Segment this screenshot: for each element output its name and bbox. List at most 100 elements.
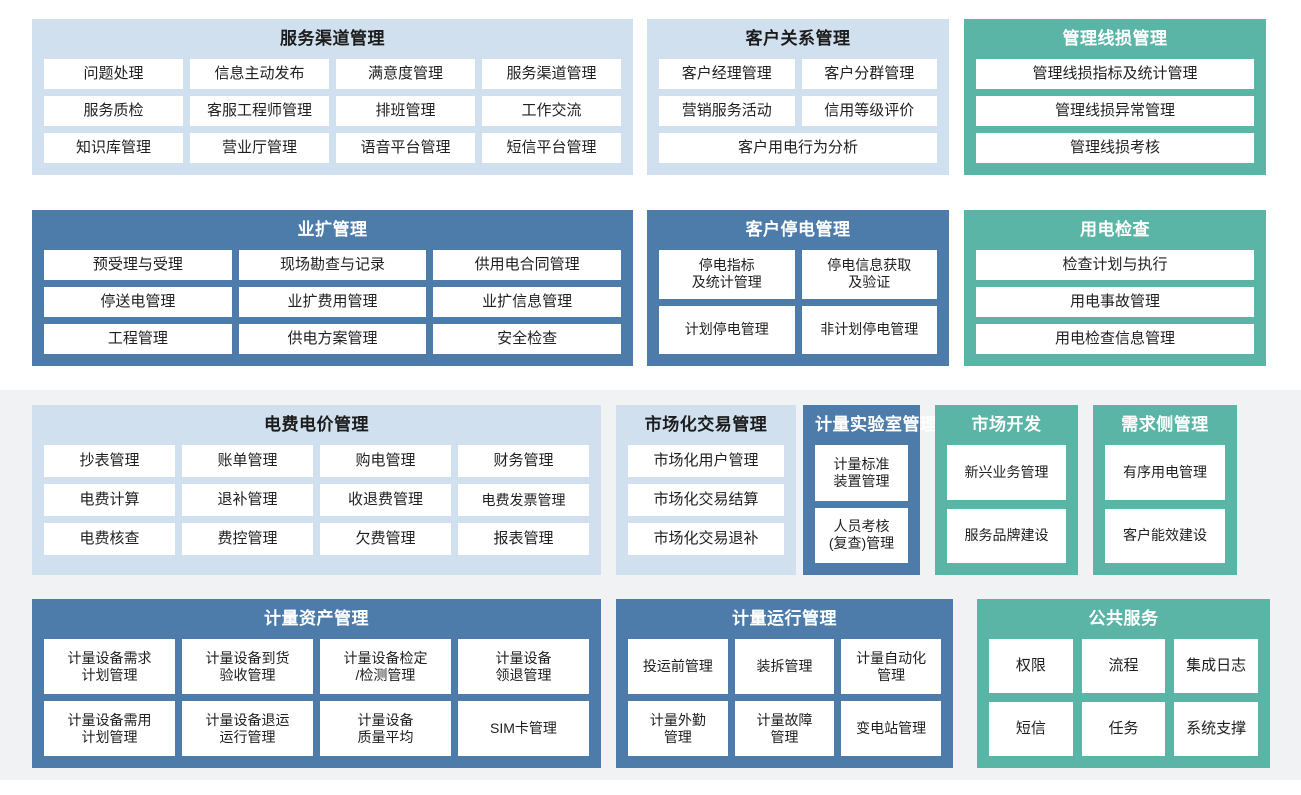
module-tile[interactable]: 服务质检: [44, 96, 183, 126]
module-tile[interactable]: 系统支撑: [1174, 702, 1258, 756]
module-tile[interactable]: 集成日志: [1174, 639, 1258, 693]
module-tile[interactable]: 电费计算: [44, 484, 175, 516]
module-tile[interactable]: 短信平台管理: [482, 133, 621, 163]
panel-tariff-and-price-management[interactable]: 电费电价管理 抄表管理 账单管理 购电管理 财务管理 电费计算 退补管理 收退费…: [32, 405, 601, 575]
module-tile[interactable]: SIM卡管理: [458, 701, 589, 756]
panel-metering-asset-management[interactable]: 计量资产管理 计量设备需求 计划管理 计量设备到货 验收管理 计量设备检定 /检…: [32, 599, 601, 768]
module-tile[interactable]: 非计划停电管理: [801, 305, 937, 354]
module-tile[interactable]: 抄表管理: [44, 445, 175, 477]
module-tile[interactable]: 服务品牌建设: [947, 508, 1066, 563]
module-tile[interactable]: 计量设备 质量平均: [320, 701, 451, 756]
module-tile[interactable]: 计量设备 领退管理: [458, 639, 589, 694]
module-tile[interactable]: 管理线损指标及统计管理: [976, 59, 1254, 89]
module-tile[interactable]: 市场化用户管理: [628, 445, 784, 477]
module-tile[interactable]: 权限: [989, 639, 1073, 693]
module-tile[interactable]: 计量设备到货 验收管理: [182, 639, 313, 694]
module-tile[interactable]: 流程: [1081, 639, 1166, 693]
module-tile[interactable]: 任务: [1081, 702, 1166, 756]
module-tile[interactable]: 费控管理: [182, 523, 313, 555]
module-tile[interactable]: 营业厅管理: [190, 133, 329, 163]
module-row-3: 电费电价管理 抄表管理 账单管理 购电管理 财务管理 电费计算 退补管理 收退费…: [32, 405, 1237, 575]
panel-tile-grid: 投运前管理 装拆管理 计量自动化 管理 计量外勤 管理 计量故障 管理 变电站管…: [628, 639, 941, 756]
module-tile[interactable]: 新兴业务管理: [947, 445, 1066, 500]
module-tile[interactable]: 财务管理: [458, 445, 589, 477]
panel-business-expansion-management[interactable]: 业扩管理 预受理与受理 现场勘查与记录 供用电合同管理 停送电管理 业扩费用管理…: [32, 210, 633, 366]
module-tile[interactable]: 变电站管理: [841, 701, 941, 756]
panel-title: 需求侧管理: [1121, 415, 1209, 434]
module-tile[interactable]: 业扩信息管理: [433, 287, 621, 317]
module-tile[interactable]: 计量设备退运 运行管理: [182, 701, 313, 756]
module-tile[interactable]: 现场勘查与记录: [238, 250, 427, 280]
module-tile[interactable]: 短信: [989, 702, 1073, 756]
module-tile[interactable]: 电费核查: [44, 523, 175, 555]
module-tile[interactable]: 满意度管理: [336, 59, 475, 89]
module-tile[interactable]: 计量设备需用 计划管理: [44, 701, 175, 756]
panel-market-trading-management[interactable]: 市场化交易管理 市场化用户管理 市场化交易结算 市场化交易退补: [616, 405, 796, 575]
module-tile[interactable]: 问题处理: [44, 59, 183, 89]
module-tile[interactable]: 客户分群管理: [801, 59, 937, 89]
module-tile[interactable]: 有序用电管理: [1105, 445, 1225, 500]
module-tile[interactable]: 供电方案管理: [238, 324, 427, 354]
panel-title: 服务渠道管理: [280, 29, 385, 48]
module-tile[interactable]: 业扩费用管理: [238, 287, 427, 317]
panel-tile-grid: 抄表管理 账单管理 购电管理 财务管理 电费计算 退补管理 收退费管理 电费发票…: [44, 445, 589, 563]
module-tile[interactable]: 服务渠道管理: [482, 59, 621, 89]
module-tile[interactable]: 停电信息获取 及验证: [801, 250, 937, 299]
panel-demand-side-management[interactable]: 需求侧管理 有序用电管理 客户能效建设: [1093, 405, 1237, 575]
module-tile[interactable]: 用电事故管理: [976, 287, 1254, 317]
module-tile[interactable]: 信用等级评价: [801, 96, 937, 126]
module-tile[interactable]: 购电管理: [320, 445, 451, 477]
module-tile[interactable]: 客户经理管理: [659, 59, 795, 89]
module-tile[interactable]: 欠费管理: [320, 523, 451, 555]
module-tile[interactable]: 安全检查: [433, 324, 621, 354]
panel-public-services[interactable]: 公共服务 权限 流程 集成日志 短信 任务 系统支撑: [977, 599, 1270, 768]
panel-electricity-usage-inspection[interactable]: 用电检查 检查计划与执行 用电事故管理 用电检查信息管理: [964, 210, 1266, 366]
module-tile[interactable]: 装拆管理: [734, 639, 835, 694]
panel-market-development[interactable]: 市场开发 新兴业务管理 服务品牌建设: [935, 405, 1078, 575]
panel-management-line-loss-management[interactable]: 管理线损管理 管理线损指标及统计管理 管理线损异常管理 管理线损考核: [964, 19, 1266, 175]
module-tile[interactable]: 计量设备需求 计划管理: [44, 639, 175, 694]
module-tile[interactable]: 客户能效建设: [1105, 508, 1225, 563]
module-tile[interactable]: 计量标准 装置管理: [815, 445, 908, 501]
module-tile[interactable]: 收退费管理: [320, 484, 451, 516]
panel-metering-operation-management[interactable]: 计量运行管理 投运前管理 装拆管理 计量自动化 管理 计量外勤 管理 计量故障 …: [616, 599, 953, 768]
module-tile[interactable]: 账单管理: [182, 445, 313, 477]
module-tile[interactable]: 预受理与受理: [44, 250, 232, 280]
panel-customer-outage-management[interactable]: 客户停电管理 停电指标 及统计管理 停电信息获取 及验证 计划停电管理 非计划停…: [647, 210, 949, 366]
module-tile[interactable]: 检查计划与执行: [976, 250, 1254, 280]
panel-title: 客户关系管理: [745, 29, 851, 48]
module-tile[interactable]: 市场化交易结算: [628, 484, 784, 516]
module-tile[interactable]: 管理线损异常管理: [976, 96, 1254, 126]
panel-title: 计量资产管理: [264, 609, 369, 628]
panel-service-channel-management[interactable]: 服务渠道管理 问题处理 信息主动发布 满意度管理 服务渠道管理 服务质检 客服工…: [32, 19, 633, 175]
module-tile[interactable]: 计划停电管理: [659, 305, 795, 354]
module-tile[interactable]: 用电检查信息管理: [976, 324, 1254, 354]
module-tile[interactable]: 客服工程师管理: [190, 96, 329, 126]
module-tile[interactable]: 营销服务活动: [659, 96, 795, 126]
module-tile[interactable]: 投运前管理: [628, 639, 728, 694]
module-tile[interactable]: 管理线损考核: [976, 133, 1254, 163]
panel-customer-relationship-management[interactable]: 客户关系管理 客户经理管理 客户分群管理 营销服务活动 信用等级评价 客户用电行…: [647, 19, 949, 175]
module-tile[interactable]: 退补管理: [182, 484, 313, 516]
module-tile[interactable]: 供用电合同管理: [433, 250, 621, 280]
module-tile[interactable]: 知识库管理: [44, 133, 183, 163]
module-tile[interactable]: 报表管理: [458, 523, 589, 555]
module-tile[interactable]: 计量外勤 管理: [628, 701, 728, 756]
module-tile[interactable]: 电费发票管理: [458, 484, 589, 516]
module-tile[interactable]: 市场化交易退补: [628, 523, 784, 555]
module-tile[interactable]: 工作交流: [482, 96, 621, 126]
module-tile[interactable]: 语音平台管理: [336, 133, 475, 163]
module-tile[interactable]: 排班管理: [336, 96, 475, 126]
module-tile[interactable]: 客户用电行为分析: [659, 133, 937, 163]
module-tile[interactable]: 计量自动化 管理: [841, 639, 941, 694]
panel-metering-laboratory-management[interactable]: 计量实验室管理 计量标准 装置管理 人员考核 (复查)管理: [803, 405, 937, 575]
module-tile[interactable]: 停电指标 及统计管理: [659, 250, 795, 299]
module-tile[interactable]: 计量故障 管理: [734, 701, 835, 756]
module-tile[interactable]: 信息主动发布: [190, 59, 329, 89]
module-tile[interactable]: 计量设备检定 /检测管理: [320, 639, 451, 694]
panel-tile-grid: 问题处理 信息主动发布 满意度管理 服务渠道管理 服务质检 客服工程师管理 排班…: [44, 59, 621, 163]
module-tile[interactable]: 人员考核 (复查)管理: [815, 507, 908, 563]
module-tile[interactable]: 工程管理: [44, 324, 232, 354]
module-tile[interactable]: 停送电管理: [44, 287, 232, 317]
